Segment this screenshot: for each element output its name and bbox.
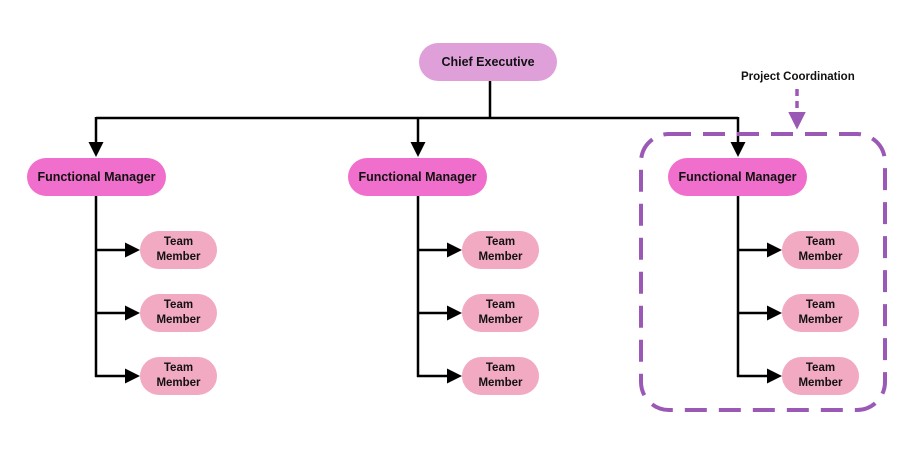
team-member-line2: Member [156, 314, 201, 326]
team-member-line2: Member [798, 251, 843, 263]
team-member-line2: Member [156, 377, 201, 389]
functional-manager-node-2: Functional Manager [348, 158, 487, 196]
functional-manager-label: Functional Manager [678, 170, 797, 184]
team-member-line1: Team [805, 362, 836, 374]
team-member-line1: Team [163, 299, 194, 311]
team-member-line1: Team [485, 299, 516, 311]
team-member-line2: Member [156, 251, 201, 263]
chief-executive-label: Chief Executive [441, 55, 535, 69]
team-member-line1: Team [163, 236, 194, 248]
chief-executive-node: Chief Executive [419, 43, 557, 81]
team-member-line1: Team [163, 362, 194, 374]
team-member-line2: Member [798, 314, 843, 326]
team-member-line2: Member [478, 377, 523, 389]
functional-manager-node-1: Functional Manager [27, 158, 166, 196]
functional-manager-label: Functional Manager [358, 170, 477, 184]
functional-manager-node-3: Functional Manager [668, 158, 807, 196]
team-member-line2: Member [478, 314, 523, 326]
team-member-line2: Member [798, 377, 843, 389]
project-coordination-boundary [639, 132, 887, 412]
functional-manager-label: Functional Manager [37, 170, 156, 184]
team-member-line2: Member [478, 251, 523, 263]
team-member-line1: Team [485, 236, 516, 248]
team-member-line1: Team [805, 236, 836, 248]
project-coordination-label: Project Coordination [741, 71, 855, 83]
team-member-line1: Team [805, 299, 836, 311]
team-member-line1: Team [485, 362, 516, 374]
